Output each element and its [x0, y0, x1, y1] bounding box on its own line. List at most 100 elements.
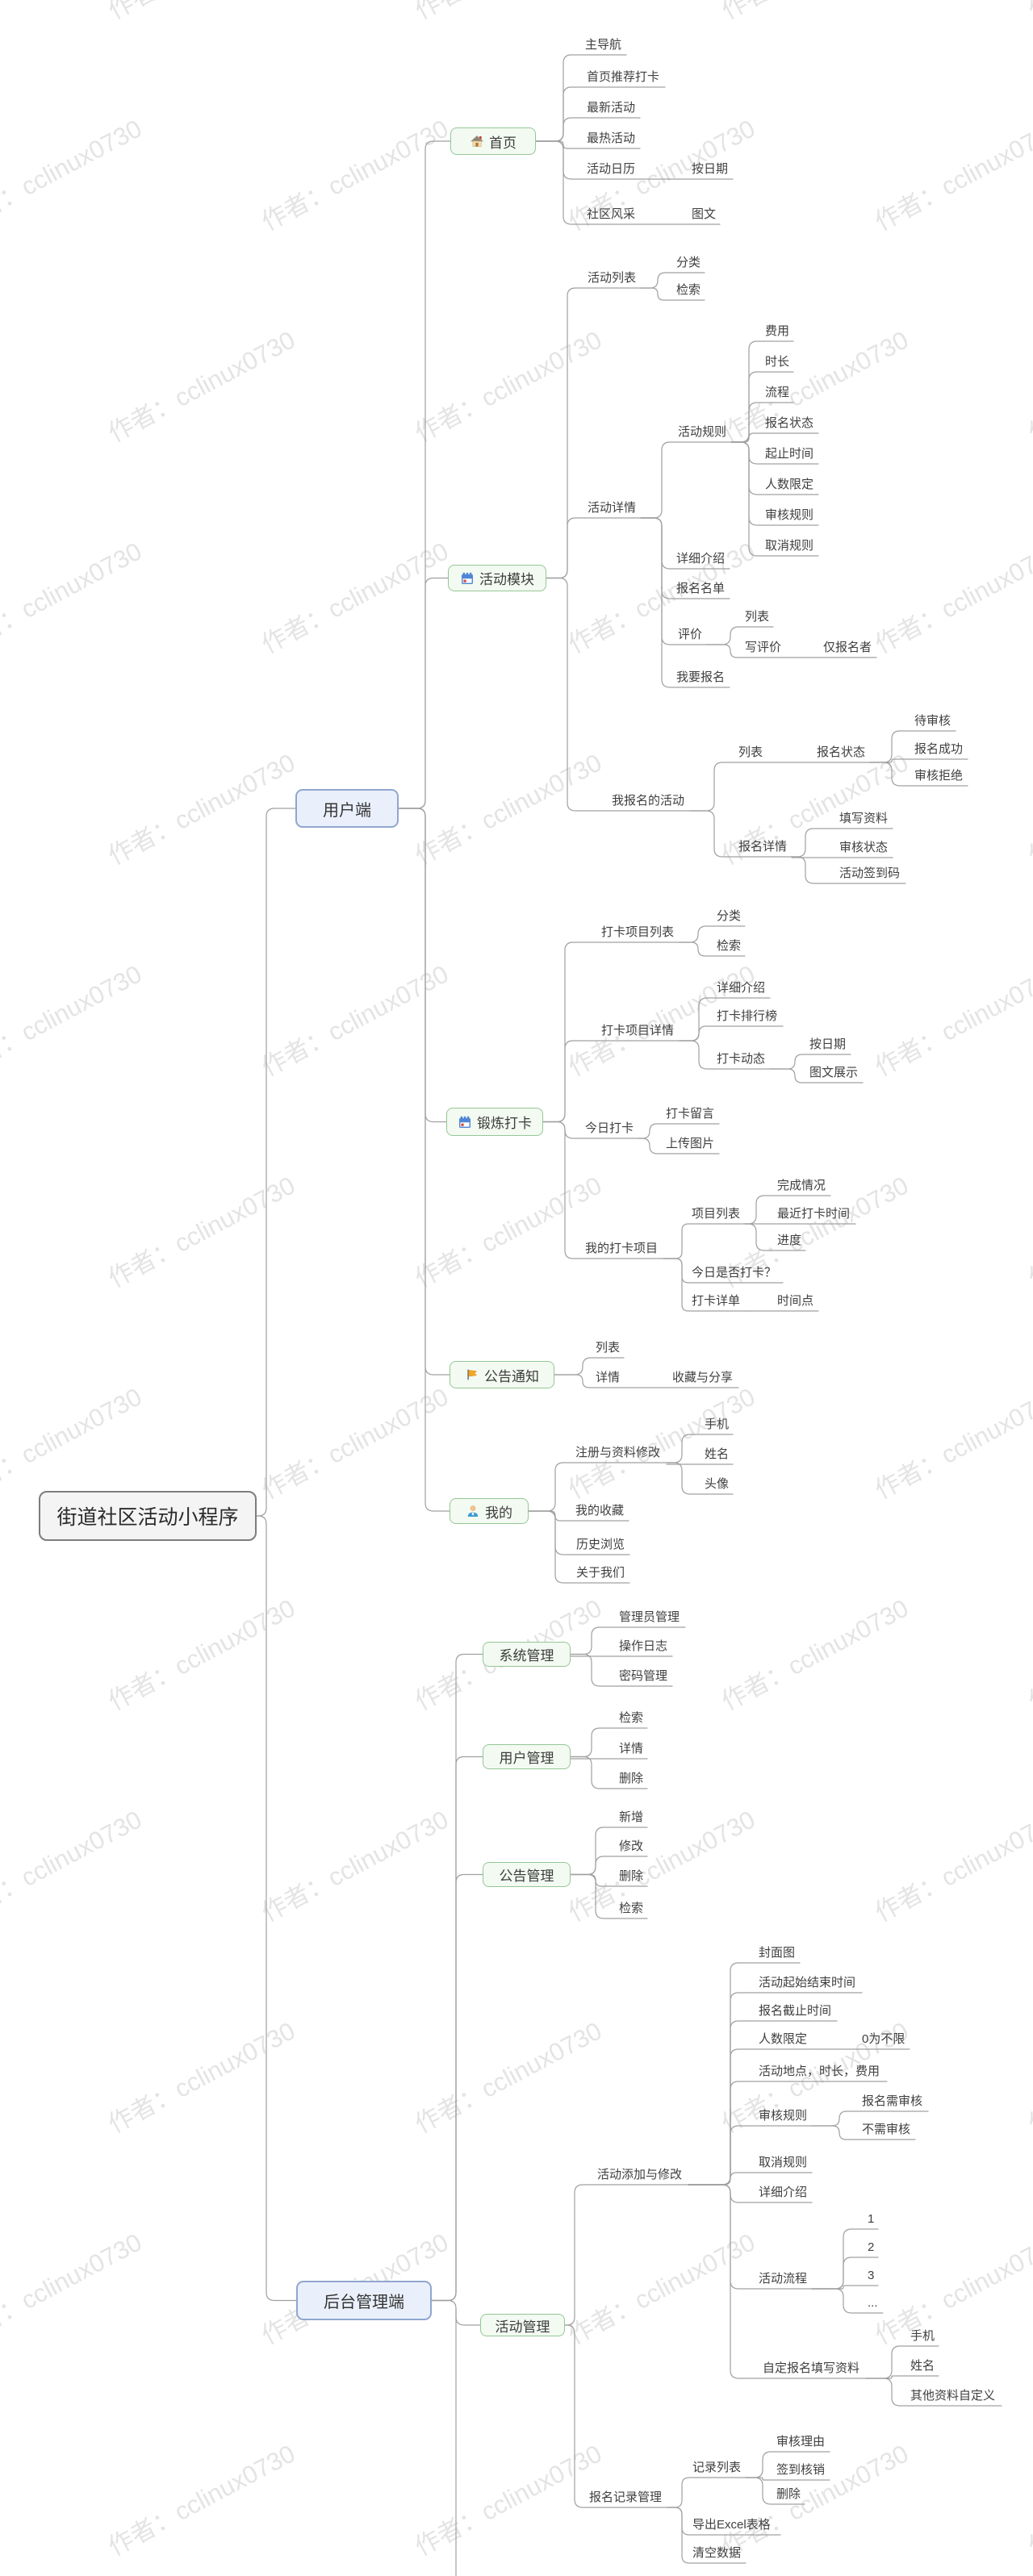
topic-0为不限[interactable]: 0为不限: [862, 2032, 905, 2046]
topic-活动详情[interactable]: 活动详情: [588, 501, 637, 515]
topic-详细介绍[interactable]: 详细介绍: [676, 552, 726, 566]
topic-头像[interactable]: 头像: [705, 1477, 730, 1491]
topic-最近打卡时间[interactable]: 最近打卡时间: [777, 1207, 851, 1221]
topic-手机[interactable]: 手机: [910, 2329, 935, 2343]
topic-box-用户管理[interactable]: 用户管理: [483, 1744, 571, 1769]
topic-我的打卡项目[interactable]: 我的打卡项目: [585, 1242, 659, 1255]
topic-最热活动[interactable]: 最热活动: [587, 132, 636, 145]
topic-按日期[interactable]: 按日期: [692, 162, 729, 176]
topic-流程[interactable]: 流程: [765, 386, 790, 399]
topic-导出Excel表格[interactable]: 导出Excel表格: [692, 2518, 771, 2532]
topic-注册与资料修改[interactable]: 注册与资料修改: [575, 1446, 661, 1459]
topic-box-街道社区活动小程序[interactable]: 街道社区活动小程序: [39, 1491, 257, 1541]
topic-box-活动管理[interactable]: 活动管理: [480, 2314, 565, 2336]
topic-姓名[interactable]: 姓名: [910, 2359, 935, 2373]
topic-打卡动态[interactable]: 打卡动态: [717, 1052, 766, 1066]
topic-列表[interactable]: 列表: [745, 610, 770, 624]
topic-历史浏览[interactable]: 历史浏览: [576, 1538, 625, 1551]
topic-完成情况[interactable]: 完成情况: [777, 1179, 826, 1192]
topic-我的收藏[interactable]: 我的收藏: [575, 1504, 625, 1518]
topic-审核规则[interactable]: 审核规则: [765, 508, 814, 522]
topic-最新活动[interactable]: 最新活动: [587, 101, 636, 115]
topic-审核拒绝[interactable]: 审核拒绝: [914, 769, 964, 783]
topic-报名名单[interactable]: 报名名单: [676, 582, 726, 595]
topic-审核理由[interactable]: 审核理由: [776, 2435, 826, 2449]
topic-封面图[interactable]: 封面图: [759, 1946, 796, 1960]
topic-检索[interactable]: 检索: [717, 939, 742, 953]
topic-取消规则[interactable]: 取消规则: [759, 2156, 808, 2169]
topic-起止时间[interactable]: 起止时间: [765, 447, 814, 461]
topic-修改[interactable]: 修改: [619, 1839, 644, 1853]
topic-进度[interactable]: 进度: [777, 1234, 802, 1247]
topic-详细介绍[interactable]: 详细介绍: [759, 2186, 808, 2199]
topic-写评价[interactable]: 写评价: [745, 641, 782, 654]
topic-box-锻炼打卡[interactable]: 锻炼打卡: [446, 1108, 543, 1136]
topic-我报名的活动[interactable]: 我报名的活动: [612, 794, 685, 808]
topic-姓名[interactable]: 姓名: [705, 1447, 730, 1461]
topic-费用[interactable]: 费用: [765, 324, 790, 338]
topic-我要报名[interactable]: 我要报名: [676, 670, 726, 684]
topic-人数限定[interactable]: 人数限定: [759, 2032, 808, 2046]
topic-人数限定[interactable]: 人数限定: [765, 478, 814, 491]
topic-列表[interactable]: 列表: [596, 1341, 621, 1355]
topic-删除[interactable]: 删除: [619, 1869, 644, 1883]
topic-时间点[interactable]: 时间点: [777, 1294, 814, 1308]
topic-box-系统管理[interactable]: 系统管理: [483, 1642, 571, 1667]
topic-分类[interactable]: 分类: [717, 909, 742, 923]
topic-项目列表[interactable]: 项目列表: [692, 1207, 741, 1221]
topic-不需审核[interactable]: 不需审核: [862, 2123, 911, 2136]
topic-box-首页[interactable]: 首页: [450, 127, 536, 155]
topic-报名截止时间[interactable]: 报名截止时间: [759, 2004, 832, 2018]
topic-收藏与分享[interactable]: 收藏与分享: [672, 1371, 734, 1384]
topic-打卡项目详情[interactable]: 打卡项目详情: [601, 1024, 675, 1037]
topic-详情[interactable]: 详情: [619, 1742, 644, 1756]
topic-box-活动模块[interactable]: 活动模块: [448, 565, 546, 591]
topic-审核规则[interactable]: 审核规则: [759, 2109, 808, 2123]
topic-社区风采[interactable]: 社区风采: [587, 207, 636, 221]
topic-图文[interactable]: 图文: [692, 207, 717, 221]
topic-首页推荐打卡[interactable]: 首页推荐打卡: [587, 70, 660, 84]
topic-操作日志[interactable]: 操作日志: [619, 1639, 668, 1653]
topic-box-用户端[interactable]: 用户端: [295, 789, 399, 828]
topic-时长[interactable]: 时长: [765, 355, 790, 369]
topic-管理员管理[interactable]: 管理员管理: [619, 1610, 680, 1624]
topic-活动规则[interactable]: 活动规则: [678, 425, 727, 439]
topic-图文展示[interactable]: 图文展示: [809, 1066, 859, 1079]
topic-活动地点时长费用[interactable]: 活动地点，时长，费用: [759, 2065, 880, 2078]
topic-评价[interactable]: 评价: [678, 628, 703, 641]
topic-关于我们[interactable]: 关于我们: [576, 1566, 625, 1580]
topic-3[interactable]: 3: [868, 2269, 875, 2282]
topic-填写资料[interactable]: 填写资料: [839, 812, 889, 825]
topic-待审核[interactable]: 待审核: [914, 714, 951, 728]
topic-分类[interactable]: 分类: [676, 256, 701, 269]
topic-删除[interactable]: 删除: [776, 2487, 801, 2501]
topic-活动添加与修改[interactable]: 活动添加与修改: [597, 2168, 683, 2181]
topic-报名成功[interactable]: 报名成功: [914, 742, 964, 756]
topic-活动流程[interactable]: 活动流程: [759, 2272, 808, 2286]
topic-打卡项目列表[interactable]: 打卡项目列表: [601, 925, 675, 939]
topic-打卡详单[interactable]: 打卡详单: [692, 1294, 741, 1308]
topic-新增[interactable]: 新增: [619, 1810, 644, 1824]
topic-报名状态[interactable]: 报名状态: [817, 745, 866, 759]
topic-活动起始结束时间[interactable]: 活动起始结束时间: [759, 1976, 856, 1989]
topic-1[interactable]: 1: [868, 2212, 875, 2226]
topic-2[interactable]: 2: [868, 2240, 875, 2254]
topic-仅报名者[interactable]: 仅报名者: [823, 641, 872, 654]
topic-检索[interactable]: 检索: [619, 1711, 644, 1725]
topic-活动列表[interactable]: 活动列表: [588, 271, 637, 285]
topic-报名状态[interactable]: 报名状态: [765, 416, 814, 430]
topic-检索[interactable]: 检索: [619, 1902, 644, 1915]
topic-其他资料自定义[interactable]: 其他资料自定义: [910, 2389, 996, 2403]
topic-审核状态[interactable]: 审核状态: [839, 841, 889, 854]
topic-打卡排行榜[interactable]: 打卡排行榜: [717, 1009, 778, 1023]
topic-检索[interactable]: 检索: [676, 283, 701, 297]
topic-删除[interactable]: 删除: [619, 1772, 644, 1785]
topic-活动签到码[interactable]: 活动签到码: [839, 866, 901, 880]
topic-详情[interactable]: 详情: [596, 1371, 621, 1384]
topic-密码管理[interactable]: 密码管理: [619, 1669, 668, 1683]
topic-box-我的[interactable]: 我的: [450, 1498, 529, 1524]
topic-列表[interactable]: 列表: [738, 745, 763, 759]
topic-上传图片[interactable]: 上传图片: [666, 1137, 715, 1150]
topic-按日期[interactable]: 按日期: [809, 1037, 847, 1051]
topic-报名记录管理[interactable]: 报名记录管理: [589, 2490, 663, 2504]
